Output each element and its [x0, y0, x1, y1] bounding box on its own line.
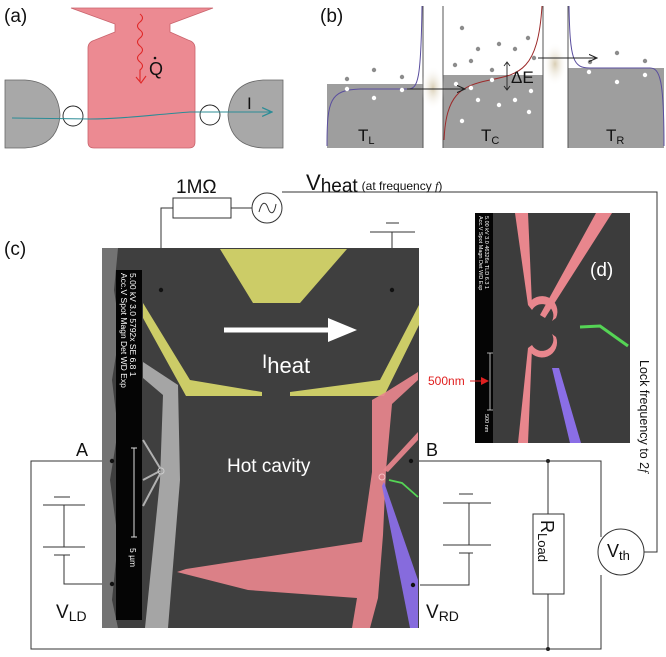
- heat-current-label: Iheat: [262, 352, 310, 378]
- sem-info-row2: 5.00 kV 3.0 5792x SE 6.8 1: [128, 273, 138, 377]
- ac-sine-icon: [258, 202, 277, 214]
- inset-lead-top-left: [515, 213, 532, 305]
- inset-cap-top: [528, 296, 558, 321]
- meter-bottom-wire: [548, 575, 602, 650]
- heat-current-arrow-head: [328, 318, 357, 342]
- inset-lead-bottom-left: [518, 348, 532, 443]
- panel-a: (a) Q I: [4, 6, 284, 149]
- cavity-region: [177, 372, 418, 628]
- sem-info-bar: [116, 270, 142, 620]
- heat-flow-label: Q: [149, 59, 163, 79]
- excited-electrons: [344, 25, 648, 82]
- thermovoltage-meter: [597, 528, 645, 576]
- load-label: RLoad: [535, 520, 557, 562]
- inset-lead-top-right: [540, 213, 612, 318]
- cavity-finger: [383, 432, 418, 472]
- fermi-left-curve: [326, 5, 423, 147]
- sem-scale-label: 5 µm: [128, 548, 138, 567]
- ac-source: [251, 192, 283, 224]
- junction-right: [199, 104, 221, 126]
- inset-info-bar: [475, 213, 493, 443]
- cavity-label: Hot cavity: [227, 456, 311, 477]
- left-probe-fingers: [142, 439, 161, 507]
- inset-background: [475, 213, 630, 443]
- tunnel-glow-left: [421, 66, 445, 110]
- heat-wave-arrow: [136, 13, 144, 82]
- inset-info-row1: Acc.V Spot Magn Det WD Exp: [477, 216, 483, 290]
- panel-b-label: (b): [320, 6, 343, 27]
- reservoir-left-label: TL: [358, 126, 375, 147]
- delta-e-label: ΔE: [511, 68, 534, 87]
- resistor-1mohm: [172, 197, 232, 219]
- green-probe: [388, 479, 419, 498]
- heater-lead-left: [143, 303, 262, 396]
- left-probe-lead: [143, 362, 180, 628]
- resistor-label: 1MΩ: [176, 177, 217, 198]
- node-b-label: B: [426, 440, 438, 460]
- thermovoltage-label: Vth: [607, 541, 630, 563]
- cavity-shape: [70, 7, 214, 149]
- panel-d-label: (d): [590, 260, 613, 281]
- battery-left-drain: [43, 496, 112, 585]
- node-a-label: A: [76, 440, 88, 460]
- right-drain-label: VRD: [426, 602, 459, 624]
- inset-scale-bar: [487, 352, 493, 411]
- left-drain-label: VLD: [56, 602, 87, 624]
- heater-lead-right: [290, 305, 419, 396]
- panel-c-circuit: [30, 191, 658, 650]
- tunnel-glow-right: [543, 42, 567, 86]
- sem-image-main: Acc.V Spot Magn Det WD Exp 5.00 kV 3.0 5…: [102, 248, 419, 628]
- left-lead-shape: [4, 79, 61, 149]
- scale-callout-label: 500nm: [428, 374, 465, 388]
- battery-right-drain: [420, 493, 491, 586]
- lockin-wire: [482, 191, 658, 553]
- inset-green-probe: [579, 324, 629, 348]
- reservoir-right-label: TR: [606, 126, 624, 147]
- sem-left-edge: [102, 248, 120, 628]
- panel-b: (b): [320, 5, 665, 148]
- reservoir-center-label: TC: [481, 126, 499, 147]
- inset-info-row2: 5.00 kV 3.0 46326x TLD 6.3 1: [483, 216, 489, 289]
- heater-source-label: Vheat(at frequency f): [306, 170, 442, 197]
- purple-probe: [382, 482, 418, 628]
- heat-dot: [153, 56, 157, 60]
- reservoir-left-fill: [327, 84, 423, 148]
- lockin-label: Lock frequency to 2f: [637, 360, 651, 474]
- sem-info-row1: Acc.V Spot Magn Det WD Exp: [119, 273, 129, 388]
- bottom-wire: [30, 460, 601, 650]
- panel-c-label: (c): [4, 239, 26, 260]
- left-junction: [157, 467, 165, 475]
- right-junction: [378, 473, 386, 481]
- panel-a-label: (a): [4, 6, 27, 27]
- inset-cap-bottom: [528, 334, 558, 358]
- heater-pad-top: [220, 249, 347, 303]
- right-lead-shape: [227, 79, 284, 149]
- filled-electrons: [344, 69, 648, 124]
- fermi-right-curve: [568, 5, 665, 147]
- circuit-junction-dots: [546, 459, 550, 651]
- junction-left: [62, 105, 84, 127]
- heat-arrowhead: [135, 75, 147, 84]
- right-top-wire: [411, 460, 602, 537]
- current-arrow: [11, 112, 272, 120]
- delta-e-arrowheads: [503, 61, 511, 91]
- inset-scale-label: 500 nm: [483, 414, 489, 433]
- current-label: I: [247, 94, 252, 113]
- sem-scale-bar: [131, 447, 137, 538]
- inset-purple-probe: [552, 368, 581, 443]
- sem-inset-d: Acc.V Spot Magn Det WD Exp 5.00 kV 3.0 4…: [428, 213, 630, 443]
- load-resistor: [532, 513, 565, 595]
